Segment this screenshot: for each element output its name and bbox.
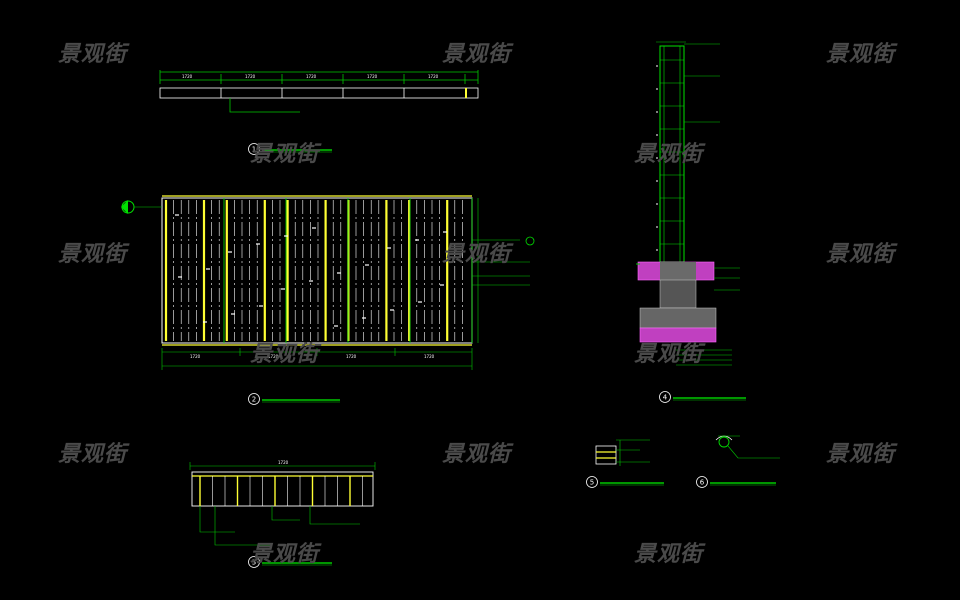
detail-1-top-view xyxy=(159,70,479,113)
detail-number: 5 xyxy=(590,479,594,487)
detail-2-title: 2 xyxy=(248,393,340,405)
detail-3-elevation: 1720 xyxy=(189,460,376,546)
dim-text: 1720 xyxy=(268,354,279,359)
section-ticks xyxy=(656,59,684,251)
detail-3-title: 3 xyxy=(248,556,332,568)
detail-2-plan-panel: 1720 1720 1720 1720 xyxy=(121,195,535,370)
detail-4-section xyxy=(636,41,740,366)
panel-stripes xyxy=(164,198,473,343)
elevation-posts xyxy=(199,476,363,506)
detail-number: 6 xyxy=(700,479,705,487)
detail-number: 2 xyxy=(252,396,256,404)
detail-1-dimension-text: 1720 1720 1720 1720 1720 xyxy=(182,74,439,79)
dim-text: 1720 xyxy=(245,74,256,79)
dim-text: 1720 xyxy=(278,460,289,465)
detail-4-title: 4 xyxy=(659,391,746,403)
dim-text: 1720 xyxy=(428,74,439,79)
detail-5-small: 5 xyxy=(586,439,664,488)
dim-text: 1720 xyxy=(306,74,317,79)
detail-6-small: 6 xyxy=(696,435,780,488)
dim-text: 1720 xyxy=(346,354,357,359)
dim-text: 1720 xyxy=(182,74,193,79)
detail-number: 1 xyxy=(252,146,256,154)
dim-text: 1720 xyxy=(190,354,201,359)
detail-1-title: 1 xyxy=(248,143,332,155)
detail-number: 4 xyxy=(663,394,668,402)
detail-number: 3 xyxy=(252,559,256,567)
dim-text: 1720 xyxy=(367,74,378,79)
dim-text: 1720 xyxy=(424,354,435,359)
